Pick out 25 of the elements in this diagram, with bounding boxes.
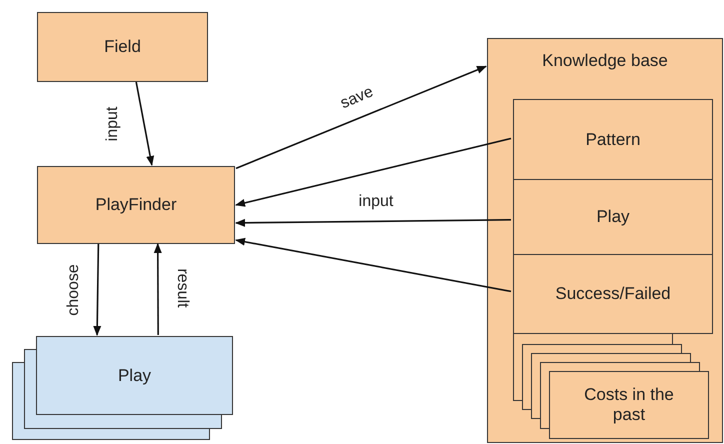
process-box	[37, 166, 235, 244]
node-label: Success/Failed	[554, 284, 672, 304]
node-label: Play	[116, 366, 152, 386]
arrow	[135, 82, 154, 166]
arrow	[235, 138, 512, 207]
group-title: Knowledge base	[541, 51, 669, 71]
process-box	[36, 336, 233, 415]
arrow	[235, 238, 512, 292]
edge-label: input	[356, 193, 396, 211]
arrow	[93, 244, 102, 336]
process-box	[513, 99, 713, 180]
node-label: Costs in the past	[583, 385, 675, 425]
node-label: Pattern	[584, 130, 642, 150]
arrow	[154, 243, 162, 335]
node-label: PlayFinder	[94, 195, 178, 215]
process-box	[513, 254, 713, 334]
arrow	[236, 66, 487, 170]
edge-label: input	[104, 104, 122, 144]
node-label: Play	[595, 207, 631, 227]
group-container	[487, 38, 723, 443]
process-box	[549, 371, 709, 439]
process-box	[513, 179, 713, 255]
arrow	[235, 218, 511, 227]
process-box	[37, 12, 208, 82]
node-label: Field	[103, 37, 142, 57]
